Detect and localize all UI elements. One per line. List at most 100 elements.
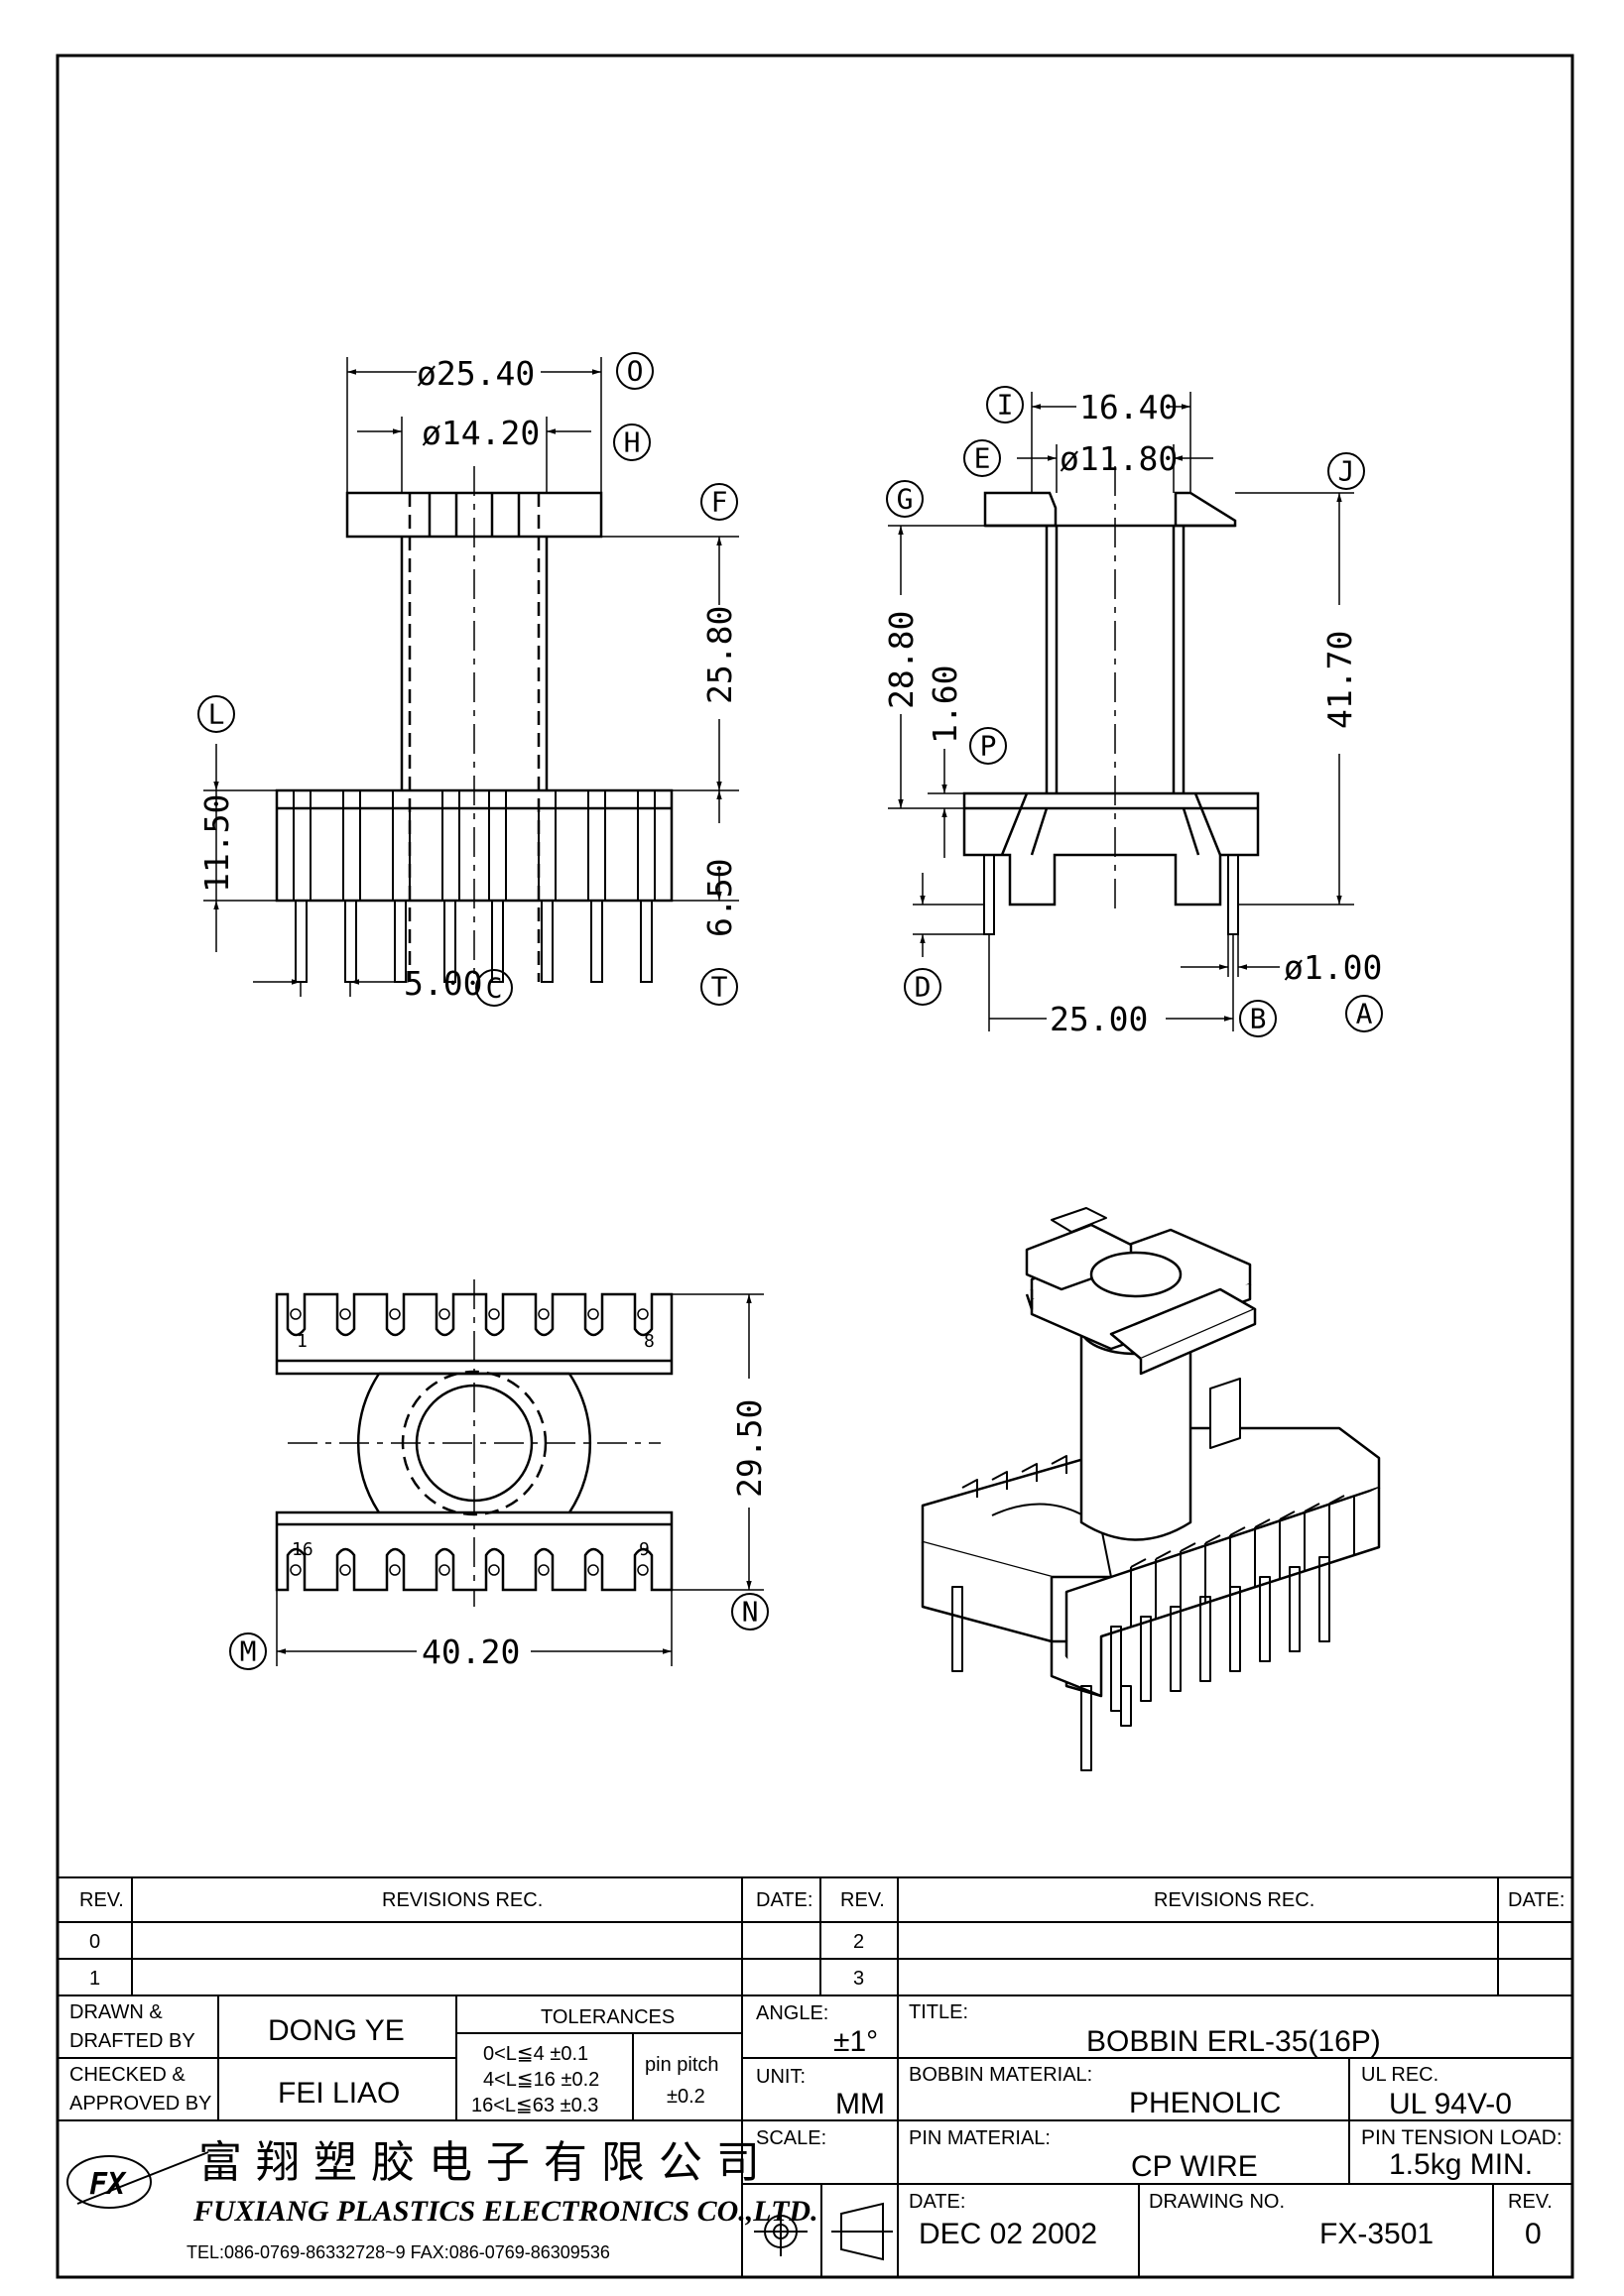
svg-text:P: P [980, 730, 997, 763]
tb-pin-material-value: CP WIRE [1131, 2150, 1258, 2183]
svg-text:G: G [897, 483, 914, 516]
callout-A: A [1345, 995, 1383, 1032]
tb-checked-label-2: APPROVED BY [69, 2093, 211, 2115]
tb-pin-tension-value: 1.5kg MIN. [1389, 2148, 1533, 2181]
tb-scale-label: SCALE: [756, 2127, 826, 2149]
side-view [888, 392, 1354, 1031]
tb-date-header: DATE: [756, 1889, 812, 1911]
tb-rev-row-3: 3 [853, 1968, 864, 1990]
tb-tol-2: 4<L≦16 ±0.2 [483, 2069, 599, 2091]
dim-pin-length: 6.50 [700, 859, 739, 937]
dim-winding-height: 25.80 [700, 606, 739, 704]
callout-J: J [1327, 452, 1365, 490]
dim-flange-dia: ø25.40 [417, 354, 535, 393]
tb-pin-pitch-tol: ±0.2 [667, 2086, 705, 2108]
tb-company-tel: TEL:086-0769-86332728~9 FAX:086-0769-863… [187, 2242, 610, 2262]
tb-unit-label: UNIT: [756, 2066, 806, 2088]
callout-B: B [1239, 1000, 1277, 1037]
tb-company-en: FUXIANG PLASTICS ELECTRONICS CO.,LTD. [192, 2195, 818, 2228]
dim-base-height: 11.50 [197, 794, 236, 893]
projection-symbol [754, 2202, 893, 2261]
tb-title-label: TITLE: [909, 2001, 968, 2023]
pin-number-9: 9 [639, 1539, 650, 1560]
dim-row-spacing: 25.00 [1050, 1000, 1148, 1038]
tb-checked-by: FEI LIAO [278, 2077, 400, 2110]
tb-unit-value: MM [835, 2088, 885, 2120]
tb-pin-tension-label: PIN TENSION LOAD: [1361, 2126, 1562, 2149]
front-view [203, 357, 739, 997]
pin-number-1: 1 [297, 1331, 308, 1352]
tb-rev-row-1: 1 [89, 1968, 100, 1990]
tb-revisions-header-2: REVISIONS REC. [1154, 1889, 1314, 1911]
tb-checked-label-1: CHECKED & [69, 2064, 186, 2086]
bottom-view [275, 1279, 764, 1666]
svg-text:E: E [974, 442, 991, 475]
dim-depth: 29.50 [730, 1399, 769, 1498]
pin-number-16: 16 [292, 1539, 313, 1560]
tb-date-header-2: DATE: [1508, 1889, 1564, 1911]
svg-text:FX: FX [89, 2167, 127, 2202]
svg-text:A: A [1356, 998, 1373, 1030]
tb-tolerances-label: TOLERANCES [541, 2006, 675, 2028]
dim-pin-pitch: 5.00 [404, 964, 482, 1003]
title-block [57, 1876, 1573, 2278]
callout-F: F [700, 483, 738, 521]
tb-bobbin-material-label: BOBBIN MATERIAL: [909, 2064, 1092, 2086]
tb-rev-value: 0 [1525, 2218, 1542, 2250]
tb-angle-value: ±1° [833, 2025, 878, 2058]
tb-rev-header-2: REV. [840, 1889, 885, 1911]
tb-revisions-header: REVISIONS REC. [382, 1889, 543, 1911]
tb-company-cn: 富 翔 塑 胶 电 子 有 限 公 司 [198, 2137, 760, 2188]
tb-drawn-label-2: DRAFTED BY [69, 2030, 195, 2052]
svg-text:N: N [742, 1596, 759, 1629]
callout-D: D [904, 968, 941, 1006]
svg-text:D: D [915, 971, 932, 1004]
dim-total-height: 41.70 [1320, 631, 1359, 729]
tb-rev-row-2: 2 [853, 1931, 864, 1953]
sheet-border [56, 54, 1574, 2279]
callout-N: N [731, 1593, 769, 1631]
tb-pin-pitch-label: pin pitch [645, 2054, 719, 2076]
tb-tol-1: 0<L≦4 ±0.1 [483, 2043, 588, 2065]
pin-number-8: 8 [644, 1331, 655, 1352]
svg-text:F: F [711, 486, 728, 519]
dim-bore-dia: ø11.80 [1060, 439, 1178, 478]
svg-text:I: I [997, 389, 1014, 422]
callout-H: H [613, 423, 651, 461]
company-logo: FX [66, 2151, 209, 2209]
callout-O: O [616, 352, 654, 390]
dim-core-dia: ø14.20 [422, 414, 540, 452]
tb-angle-label: ANGLE: [756, 2002, 828, 2024]
callout-M: M [229, 1632, 267, 1670]
callout-L: L [197, 695, 235, 733]
dim-inner-height: 28.80 [882, 611, 921, 709]
tb-date-value: DEC 02 2002 [919, 2218, 1097, 2250]
callout-C: C [475, 969, 513, 1007]
svg-text:T: T [711, 971, 728, 1004]
tb-date-label: DATE: [909, 2191, 965, 2213]
tb-ul-value: UL 94V-0 [1389, 2088, 1512, 2120]
tb-drawn-by: DONG YE [268, 2014, 405, 2047]
tb-drawing-no-value: FX-3501 [1319, 2218, 1434, 2250]
svg-text:B: B [1250, 1003, 1267, 1035]
tb-pin-material-label: PIN MATERIAL: [909, 2127, 1051, 2149]
tb-tol-3: 16<L≦63 ±0.3 [471, 2095, 598, 2116]
tb-drawn-label-1: DRAWN & [69, 2001, 163, 2023]
svg-text:J: J [1338, 455, 1355, 488]
dim-window-width: 16.40 [1079, 388, 1178, 426]
tb-drawing-no-label: DRAWING NO. [1149, 2191, 1285, 2213]
dim-step: 1.60 [926, 665, 964, 744]
callout-G: G [886, 480, 924, 518]
callout-P: P [969, 727, 1007, 765]
callout-I: I [986, 386, 1024, 423]
tb-rev-header: REV. [79, 1889, 124, 1911]
svg-text:H: H [624, 426, 641, 459]
callout-E: E [963, 439, 1001, 477]
isometric-view [921, 1207, 1381, 1771]
tb-rev-row-0: 0 [89, 1931, 100, 1953]
svg-text:L: L [208, 698, 225, 731]
tb-ul-label: UL REC. [1361, 2064, 1438, 2086]
svg-text:M: M [240, 1635, 257, 1668]
callout-T: T [700, 968, 738, 1006]
